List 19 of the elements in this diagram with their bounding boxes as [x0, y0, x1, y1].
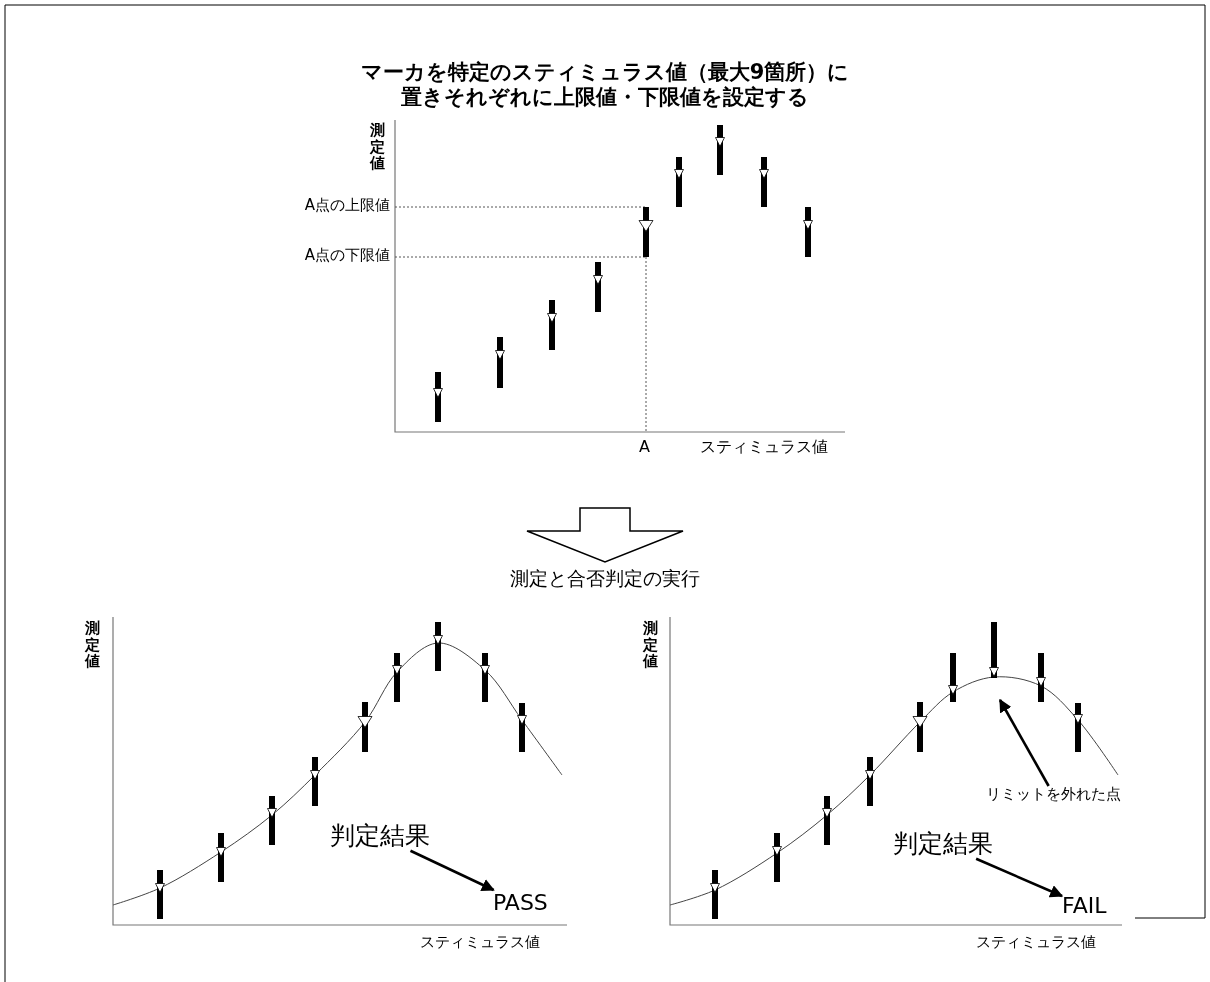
arrow — [409, 849, 495, 892]
limit-label: A点の下限値 — [303, 247, 390, 265]
arrow — [998, 698, 1050, 787]
section-heading: 測定と合否判定の実行 — [509, 568, 701, 590]
axis-title: スティミュラス値 — [700, 438, 828, 457]
callout-text: 判定結果 — [330, 822, 430, 851]
callout-text: FAIL — [1062, 893, 1107, 919]
diagram-title: マーカを特定のスティミュラス値（最大9箇所）に置きそれぞれに上限値・下限値を設定する — [359, 60, 851, 111]
axis-title: 測定値 — [85, 620, 100, 670]
axis-title: 測定値 — [370, 122, 385, 172]
tick-label: A — [639, 438, 650, 457]
axis-title: 測定値 — [643, 620, 658, 670]
callout-text: 判定結果 — [893, 830, 993, 859]
limit-label: A点の上限値 — [303, 197, 390, 215]
arrow — [975, 857, 1064, 898]
axis-title: スティミュラス値 — [420, 934, 540, 952]
callout-text: リミットを外れた点 — [986, 786, 1121, 804]
callout-text: PASS — [493, 890, 548, 916]
axis-title: スティミュラス値 — [976, 934, 1096, 952]
